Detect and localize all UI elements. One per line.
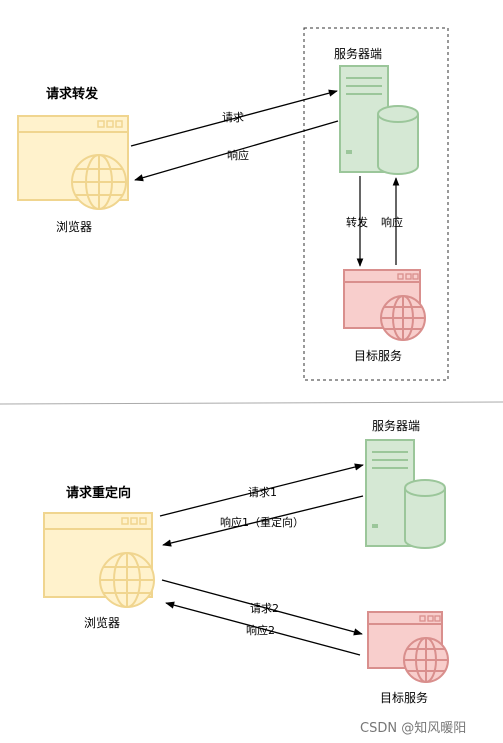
redirect-target-label: 目标服务 bbox=[380, 690, 428, 705]
request2-arrow bbox=[161, 579, 363, 636]
response2-label: 响应2 bbox=[246, 623, 275, 637]
internal-forward-label: 转发 bbox=[346, 215, 368, 229]
section-divider bbox=[0, 401, 503, 405]
globe-icon bbox=[71, 154, 127, 210]
forward-request-arrow bbox=[130, 89, 338, 147]
redirect-server-label: 服务器端 bbox=[372, 418, 420, 433]
globe-icon bbox=[403, 637, 449, 683]
forward-target-label: 目标服务 bbox=[354, 348, 402, 363]
redirect-browser bbox=[43, 512, 155, 608]
server-boundary bbox=[303, 27, 449, 381]
redirect-title: 请求重定向 bbox=[66, 485, 131, 501]
forward-response-label: 响应 bbox=[227, 148, 249, 162]
redirect-target bbox=[367, 611, 449, 683]
request1-label: 请求1 bbox=[248, 486, 277, 499]
forward-target bbox=[343, 269, 426, 341]
response1-arrow bbox=[162, 495, 364, 547]
forward-browser-label: 浏览器 bbox=[56, 219, 92, 234]
forward-server-label: 服务器端 bbox=[334, 46, 382, 61]
forward-request-label: 请求 bbox=[222, 111, 244, 124]
watermark: CSDN @知风暖阳 bbox=[360, 720, 466, 736]
redirect-server bbox=[365, 439, 446, 549]
internal-response-label: 响应 bbox=[381, 215, 403, 229]
request1-arrow bbox=[159, 463, 364, 517]
globe-icon bbox=[99, 552, 155, 608]
request2-label: 请求2 bbox=[250, 602, 279, 615]
response2-arrow bbox=[165, 601, 361, 656]
database-cylinder-icon bbox=[404, 479, 446, 549]
globe-icon bbox=[380, 295, 426, 341]
database-cylinder-icon bbox=[377, 105, 419, 175]
forward-browser bbox=[17, 115, 129, 210]
forward-response-arrow bbox=[134, 120, 339, 182]
redirect-browser-label: 浏览器 bbox=[84, 615, 120, 630]
forward-server bbox=[339, 65, 419, 175]
forward-title: 请求转发 bbox=[46, 86, 99, 102]
response1-label: 响应1（重定向） bbox=[220, 515, 304, 529]
